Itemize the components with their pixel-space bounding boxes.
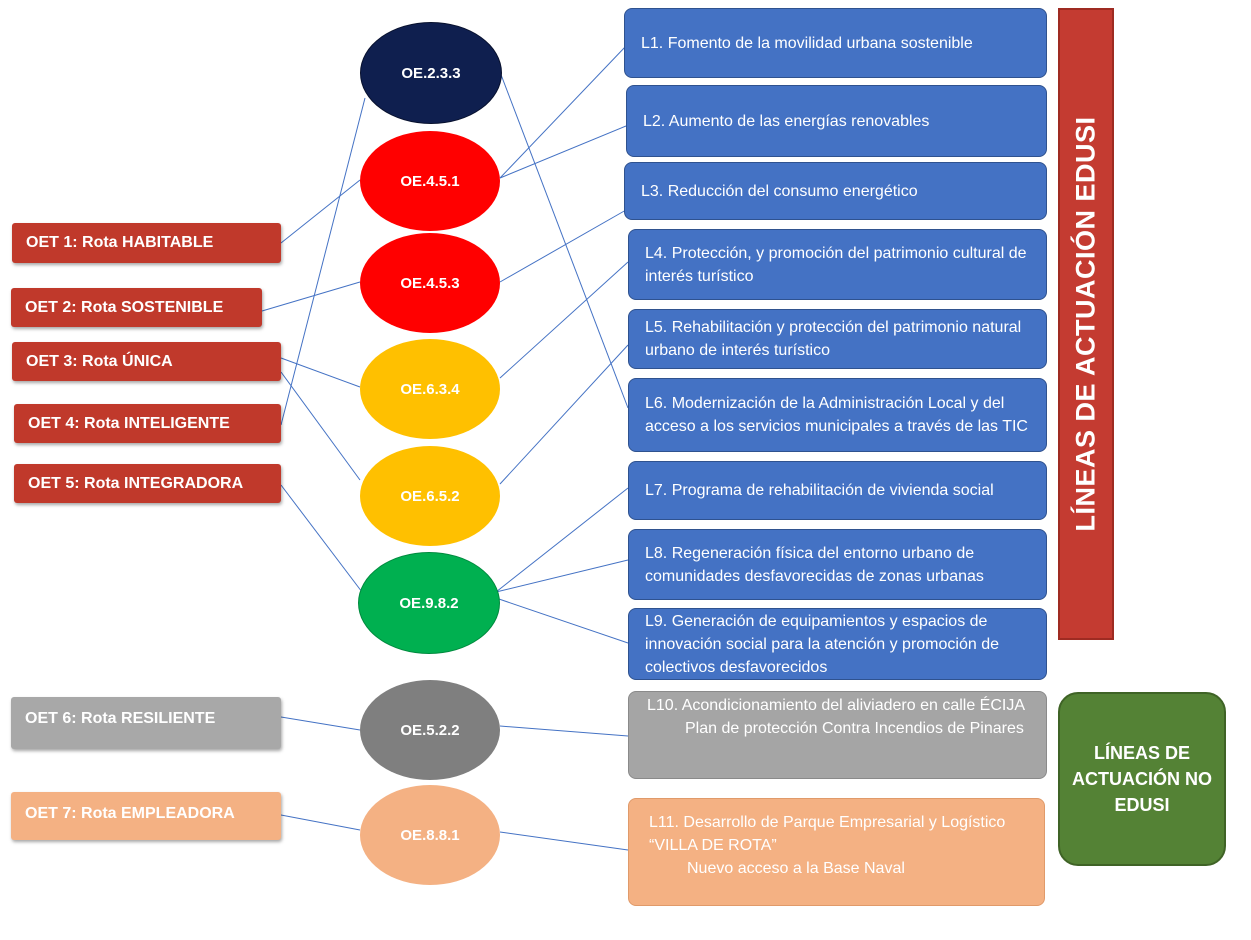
connector-oe453-l3 [499, 209, 627, 283]
edusi-banner-label: LÍNEAS DE ACTUACIÓN EDUSI [1070, 116, 1101, 532]
linea-l8-label: L8. Regeneración física del entorno urba… [645, 544, 984, 585]
linea-l2-label: L2. Aumento de las energías renovables [643, 112, 930, 130]
linea-l3-box: L3. Reducción del consumo energético [624, 162, 1047, 220]
oet-5-box: OET 5: Rota INTEGRADORA [14, 464, 281, 503]
linea-l5-label: L5. Rehabilitación y protección del patr… [645, 319, 1022, 359]
connector-oet4-oe233 [280, 97, 366, 426]
oet-2-box: OET 2: Rota SOSTENIBLE [11, 288, 262, 327]
connector-oe982-l8 [495, 559, 629, 593]
oet-3-box: OET 3: Rota ÚNICA [12, 342, 281, 381]
connector-oet5-oe982 [280, 484, 363, 593]
oe-453-node: OE.4.5.3 [360, 233, 500, 333]
connector-oet3-oe634 [280, 357, 361, 388]
connector-oe982-l9 [495, 597, 629, 644]
oe-652-node: OE.6.5.2 [360, 446, 500, 546]
oet-6-label: OET 6: Rota RESILIENTE [25, 710, 216, 727]
linea-l9-box: L9. Generación de equipamientos y espaci… [628, 608, 1047, 680]
oe-233-label: OE.2.3.3 [401, 64, 461, 82]
no-edusi-banner-label: LÍNEAS DE ACTUACIÓN NO EDUSI [1072, 743, 1212, 815]
connector-oe233-l6 [499, 71, 629, 409]
oe-982-node: OE.9.8.2 [358, 552, 500, 654]
oe-233-node: OE.2.3.3 [360, 22, 502, 124]
linea-l11-label: L11. Desarrollo de Parque Empresarial y … [649, 814, 1006, 854]
oe-453-label: OE.4.5.3 [400, 274, 460, 292]
connector-oe652-l5 [499, 344, 629, 485]
linea-l1-box: L1. Fomento de la movilidad urbana soste… [624, 8, 1047, 78]
oe-522-label: OE.5.2.2 [400, 721, 460, 739]
oe-881-label: OE.8.8.1 [400, 826, 460, 844]
oet-1-box: OET 1: Rota HABITABLE [12, 223, 281, 263]
connector-oet1-oe451 [280, 179, 361, 244]
oet-2-label: OET 2: Rota SOSTENIBLE [25, 298, 224, 316]
connector-oet3-oe652 [280, 371, 361, 481]
linea-l11-sub: Nuevo acceso a la Base Naval [687, 860, 905, 877]
oe-451-label: OE.4.5.1 [400, 172, 460, 190]
oet-7-label: OET 7: Rota EMPLEADORA [25, 805, 235, 822]
no-edusi-banner: LÍNEAS DE ACTUACIÓN NO EDUSI [1058, 692, 1226, 866]
connector-oe982-l7 [495, 487, 629, 593]
oet-4-label: OET 4: Rota INTELIGENTE [28, 414, 230, 432]
connector-oe522-l10 [499, 725, 629, 737]
oe-522-node: OE.5.2.2 [360, 680, 500, 780]
edusi-banner: LÍNEAS DE ACTUACIÓN EDUSI [1058, 8, 1114, 640]
oe-634-label: OE.6.3.4 [400, 380, 460, 398]
connector-oet7-oe881 [280, 814, 361, 831]
linea-l10-label: L10. Acondicionamiento del aliviadero en… [647, 697, 1026, 714]
linea-l9-label: L9. Generación de equipamientos y espaci… [645, 612, 999, 676]
connector-oe881-l11 [499, 831, 629, 851]
linea-l7-label: L7. Programa de rehabilitación de vivien… [645, 482, 994, 499]
connector-oet6-oe522 [280, 716, 361, 731]
linea-l3-label: L3. Reducción del consumo energético [641, 182, 918, 200]
linea-l6-box: L6. Modernización de la Administración L… [628, 378, 1047, 452]
connector-oet2-oe453 [261, 281, 361, 312]
oe-881-node: OE.8.8.1 [360, 785, 500, 885]
oe-451-node: OE.4.5.1 [360, 131, 500, 231]
linea-l10-sub: Plan de protección Contra Incendios de P… [685, 720, 1024, 737]
linea-l1-label: L1. Fomento de la movilidad urbana soste… [641, 34, 973, 52]
linea-l5-box: L5. Rehabilitación y protección del patr… [628, 309, 1047, 369]
linea-l7-box: L7. Programa de rehabilitación de vivien… [628, 461, 1047, 520]
connector-oe634-l4 [499, 261, 629, 379]
oe-634-node: OE.6.3.4 [360, 339, 500, 439]
oet-5-label: OET 5: Rota INTEGRADORA [28, 474, 244, 492]
oet-6-box: OET 6: Rota RESILIENTE [11, 697, 281, 749]
linea-l4-label: L4. Protección, y promoción del patrimon… [645, 244, 1027, 285]
connector-oe451-l1 [499, 45, 627, 179]
linea-l8-box: L8. Regeneración física del entorno urba… [628, 529, 1047, 600]
oet-7-box: OET 7: Rota EMPLEADORA [11, 792, 281, 840]
oet-1-label: OET 1: Rota HABITABLE [26, 234, 214, 251]
oe-982-label: OE.9.8.2 [399, 594, 459, 612]
linea-l10-box: L10. Acondicionamiento del aliviadero en… [628, 691, 1047, 779]
linea-l2-box: L2. Aumento de las energías renovables [626, 85, 1047, 157]
linea-l11-box: L11. Desarrollo de Parque Empresarial y … [628, 798, 1045, 906]
oe-652-label: OE.6.5.2 [400, 487, 460, 505]
linea-l4-box: L4. Protección, y promoción del patrimon… [628, 229, 1047, 300]
connector-oe451-l2 [499, 125, 627, 179]
linea-l6-label: L6. Modernización de la Administración L… [645, 395, 1028, 435]
oet-4-box: OET 4: Rota INTELIGENTE [14, 404, 281, 443]
oet-3-label: OET 3: Rota ÚNICA [26, 352, 173, 370]
